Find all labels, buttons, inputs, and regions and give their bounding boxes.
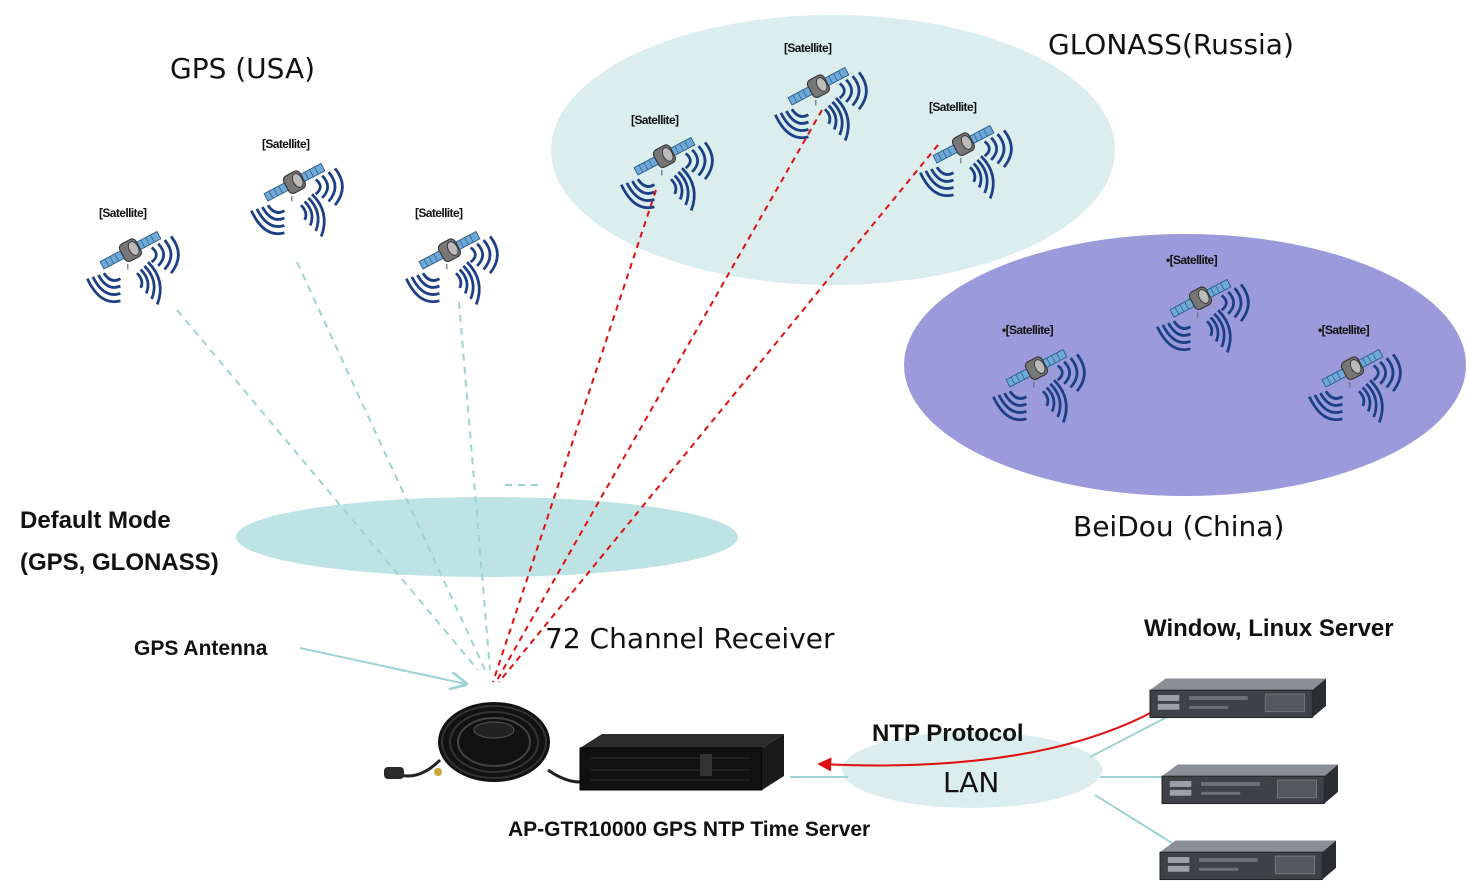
default-mode-label: Default Mode	[20, 507, 171, 534]
satellite-label: [Satellite]	[784, 41, 832, 55]
gps-title: GPS (USA)	[170, 52, 316, 85]
protocol-label: NTP Protocol	[872, 720, 1024, 747]
lan-label: LAN	[943, 766, 1000, 799]
satellite-label: [Satellite]	[631, 113, 679, 127]
glonass-title: GLONASS(Russia)	[1048, 28, 1294, 61]
ntp-server-icon	[579, 734, 784, 791]
satellite-label: •[Satellite]	[1166, 253, 1218, 267]
satellite-label: [Satellite]	[929, 100, 977, 114]
default-mode-sublabel: (GPS, GLONASS)	[20, 549, 219, 576]
satellite-icon	[249, 156, 345, 239]
glonass-region	[551, 15, 1115, 285]
device-label: AP-GTR10000 GPS NTP Time Server	[508, 818, 871, 841]
satellite-label: •[Satellite]	[1002, 323, 1054, 337]
gps-links	[176, 261, 540, 671]
satellite-label: [Satellite]	[415, 206, 463, 220]
ntp-protocol-arrow	[817, 700, 1173, 772]
default-mode-disc	[236, 497, 738, 577]
glonass-links	[492, 109, 939, 683]
servers-label: Window, Linux Server	[1144, 615, 1394, 642]
satellite-label: [Satellite]	[99, 206, 147, 220]
antenna-label: GPS Antenna	[134, 637, 268, 660]
receiver-label: 72 Channel Receiver	[545, 622, 835, 655]
rack-server-icon	[1149, 677, 1327, 719]
satellite-label: [Satellite]	[262, 137, 310, 151]
antenna-cable-icon	[384, 702, 581, 784]
satellite-icon	[85, 224, 181, 307]
satellite-icon	[404, 224, 500, 307]
beidou-region	[904, 234, 1466, 496]
rack-server-icon	[1161, 763, 1339, 805]
antenna-pointer	[299, 647, 466, 684]
beidou-title: BeiDou (China)	[1073, 510, 1285, 543]
rack-server-icon	[1159, 839, 1337, 881]
satellite-label: •[Satellite]	[1318, 323, 1370, 337]
